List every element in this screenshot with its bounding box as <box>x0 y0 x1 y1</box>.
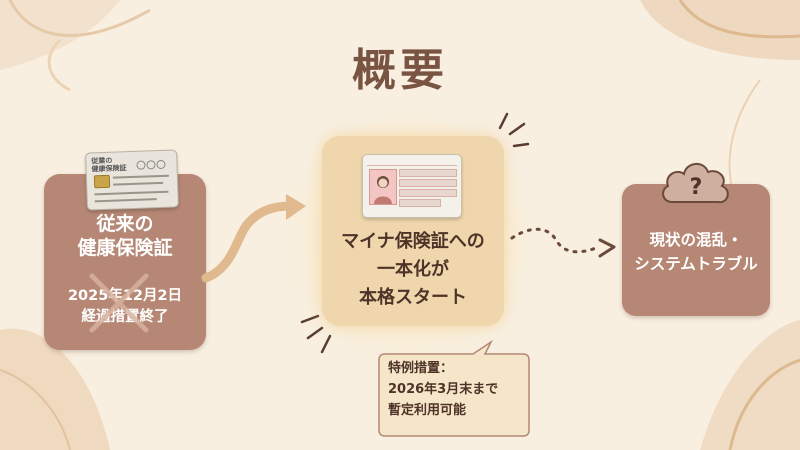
ic-chip-icon <box>93 174 111 189</box>
card-field <box>399 169 457 177</box>
center-line1: マイナ保険証への <box>341 231 485 252</box>
card-header <box>367 158 457 166</box>
center-line3: 本格スタート <box>359 287 467 308</box>
old-card-title: 従来の 健康保険証 <box>44 212 206 260</box>
current-issues-text: 現状の混乱・ システムトラブル <box>622 228 770 276</box>
question-cloud-icon: ? <box>662 163 729 204</box>
card-field <box>399 199 441 207</box>
old-card-title-line1: 従来の <box>96 213 154 235</box>
old-card-label: 従業の 健康保険証 <box>91 156 127 174</box>
card-line <box>94 190 169 196</box>
question-mark: ? <box>690 175 703 200</box>
right-line1: 現状の混乱・ <box>649 231 743 249</box>
callout-line3-text: 暫定利用可能 <box>388 403 467 418</box>
callout-line1-text: 特例措置： <box>388 361 454 376</box>
portrait-icon <box>369 169 397 205</box>
card-line <box>112 174 169 179</box>
card-field <box>399 189 457 197</box>
callout-line2-text: 2026年3月末まで <box>388 382 499 397</box>
callout-bubble <box>378 340 530 437</box>
card-line <box>113 181 164 186</box>
current-issues-box: 現状の混乱・ システムトラブル <box>622 184 770 316</box>
card-line <box>94 198 157 203</box>
my-number-card-image <box>362 154 462 218</box>
stamp-circle-icon <box>156 159 166 170</box>
stamp-circle-icon <box>136 160 146 170</box>
old-insurance-card-image: 従業の 健康保険証 <box>85 149 179 211</box>
stamp-circle-icon <box>146 160 156 170</box>
card-field <box>399 179 457 187</box>
center-line2: 一本化が <box>377 259 449 280</box>
cross-mark-icon <box>89 273 149 333</box>
unification-text: マイナ保険証への 一本化が 本格スタート <box>322 228 504 312</box>
slide-title: 概要 <box>352 45 448 96</box>
old-card-label-line2: 健康保険証 <box>91 164 127 174</box>
right-line2: システムトラブル <box>634 255 758 273</box>
special-measure-text: 特例措置： 2026年3月末まで 暫定利用可能 <box>388 358 528 421</box>
old-card-title-line2: 健康保険証 <box>77 237 173 259</box>
